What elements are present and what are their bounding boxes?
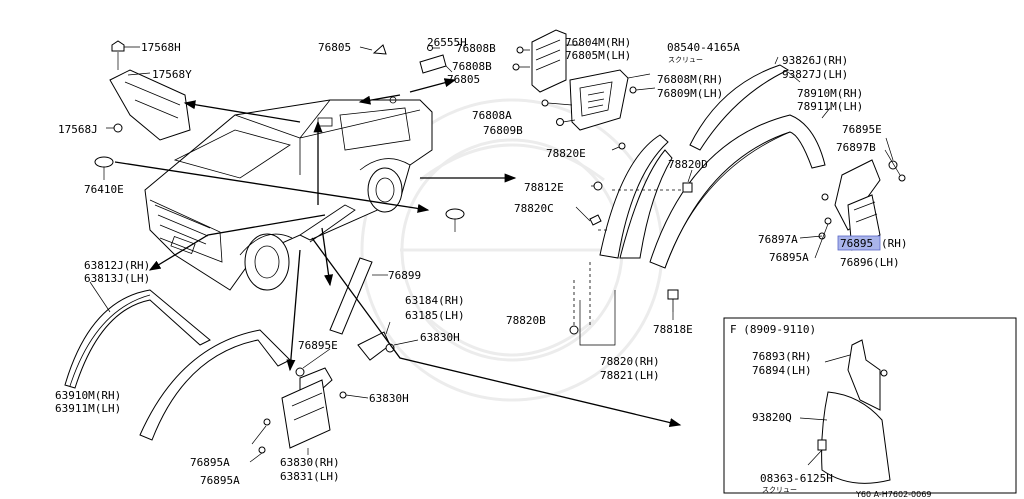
wheel-liner-78820 (575, 134, 693, 325)
rear-fender-78910M (649, 107, 831, 269)
label-76895E-left: 76895E (298, 339, 338, 352)
label-78820E: 78820E (546, 147, 586, 160)
label-76897B: 76897B (836, 141, 876, 154)
sill-trim-76899 (329, 257, 388, 335)
inset-panel-f (723, 317, 1017, 494)
label-17568J: 17568J (58, 123, 98, 136)
label-63830H-b: 63830H (369, 392, 409, 405)
label-08363-sub: スクリュー (762, 486, 797, 494)
label-76809M: 76809M(LH) (657, 87, 723, 100)
label-63911M: 63911M(LH) (55, 402, 121, 415)
clip-78820B (569, 280, 579, 335)
roof-rail-assembly (106, 40, 191, 141)
cap-76805 (359, 44, 387, 55)
label-76808A: 76808A (472, 109, 512, 122)
label-76808M: 76808M(RH) (657, 73, 723, 86)
label-76895A-right: 76895A (769, 251, 809, 264)
label-63812J: 63812J(RH) (84, 259, 150, 272)
clip-78818E (667, 289, 679, 320)
mud-flap-63830 (249, 348, 369, 463)
lamp-bracket-76804M (512, 29, 580, 93)
label-93826J: 93826J(RH) (782, 54, 848, 67)
label-76894: 76894(LH) (752, 364, 812, 377)
label-63830-rh: 63830(RH) (280, 456, 340, 469)
label-17568Y: 17568Y (152, 68, 192, 81)
label-76804M: 76804M(RH) (565, 36, 631, 49)
label-76895-rh: (RH) (881, 237, 908, 250)
label-76805M: 76805M(LH) (565, 49, 631, 62)
front-fender-63812J (139, 329, 291, 441)
label-93827J: 93827J(LH) (782, 68, 848, 81)
label-76805-plate: 76805 (447, 73, 480, 86)
label-63830H-a: 63830H (420, 331, 460, 344)
label-93820Q: 93820Q (752, 411, 792, 424)
label-76808B-2: 76808B (452, 60, 492, 73)
label-63184: 63184(RH) (405, 294, 465, 307)
label-08540-sub: スクリュー (668, 56, 703, 64)
label-78821-lh: 78821(LH) (600, 369, 660, 382)
label-76805-cap: 76805 (318, 41, 351, 54)
label-17568H: 17568H (141, 41, 181, 54)
label-76895E-right: 76895E (842, 123, 882, 136)
assembly-arrows (114, 78, 682, 428)
plate-76805 (419, 45, 453, 74)
label-76895A-left-2: 76895A (200, 474, 240, 487)
label-76896: 76896(LH) (840, 256, 900, 269)
label-76895A-left-1: 76895A (190, 456, 230, 469)
rear-flare-93826J (689, 56, 801, 151)
label-76899: 76899 (388, 269, 421, 282)
lamp-housing-76808M (541, 69, 656, 131)
label-78820-rh: 78820(RH) (600, 355, 660, 368)
label-76895-highlighted[interactable]: 76895 (840, 237, 873, 250)
diagram-code: Y60 A-H7602-0069 (855, 490, 931, 499)
label-76410E: 76410E (84, 183, 124, 196)
part-labels: 17568H 17568Y 17568J 76410E 76805 26555H… (55, 36, 908, 487)
label-63185: 63185(LH) (405, 309, 465, 322)
label-08363-6125H: 08363-6125H (760, 472, 833, 485)
label-63831-lh: 63831(LH) (280, 470, 340, 483)
highlight-76895 (837, 235, 881, 251)
label-26555H: 26555H (427, 36, 467, 49)
label-63813J: 63813J(LH) (84, 272, 150, 285)
plug-76410G (445, 208, 465, 232)
plug-76410E (94, 156, 114, 180)
label-78820D: 78820D (668, 158, 708, 171)
label-76808B-1: 76808B (456, 42, 496, 55)
vehicle-illustration (144, 96, 433, 291)
label-76809B: 76809B (483, 124, 523, 137)
label-78812E: 78812E (524, 181, 564, 194)
front-flare-63910M (64, 281, 211, 389)
bracket-78820-rh (579, 290, 616, 346)
label-76893: 76893(RH) (752, 350, 812, 363)
label-78820C: 78820C (514, 202, 554, 215)
label-08540-4165A: 08540-4165A (667, 41, 740, 54)
label-78910M: 78910M(RH) (797, 87, 863, 100)
label-63910M: 63910M(RH) (55, 389, 121, 402)
inset-title: F (8909-9110) (730, 323, 816, 336)
label-76897A: 76897A (758, 233, 798, 246)
label-78818E: 78818E (653, 323, 693, 336)
inset-labels: F (8909-9110) 76893(RH) 76894(LH) 93820Q… (730, 323, 833, 494)
label-78820B: 78820B (506, 314, 546, 327)
label-78911M: 78911M(LH) (797, 100, 863, 113)
